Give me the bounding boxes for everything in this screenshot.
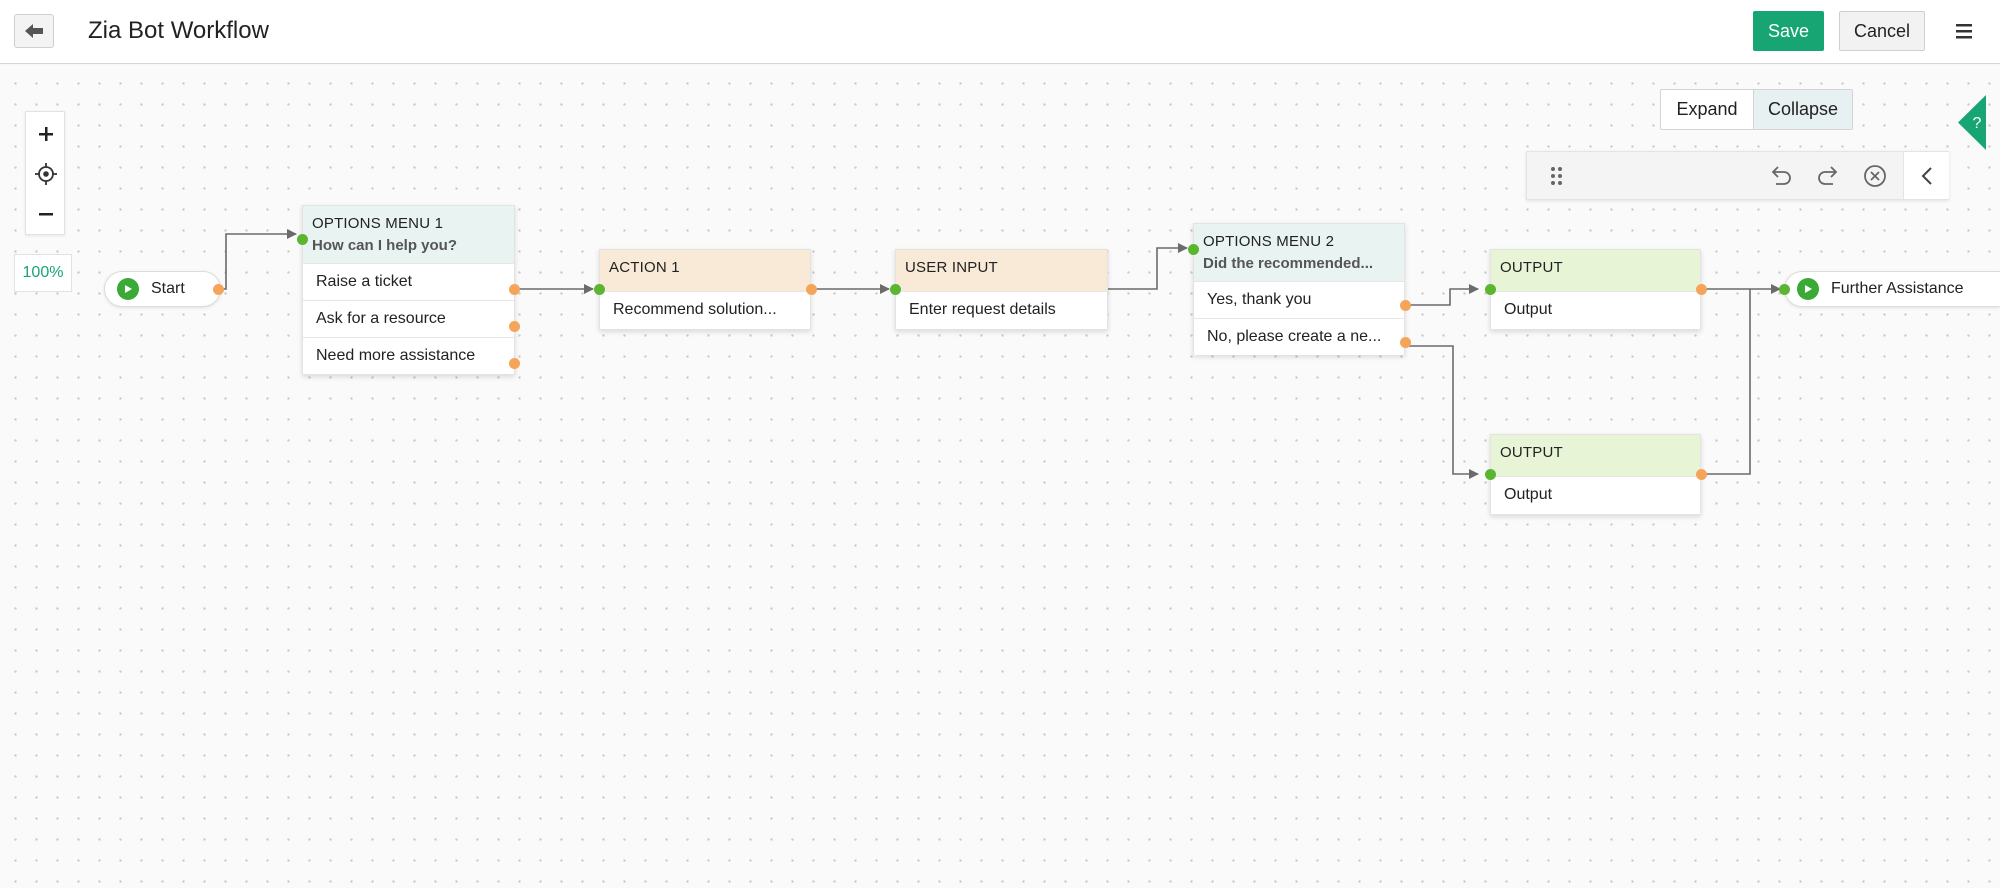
node-header: OPTIONS MENU 1 How can I help you?: [303, 206, 514, 263]
more-assistance-output-port[interactable]: [509, 358, 520, 369]
hamburger-menu-icon[interactable]: [1950, 18, 1978, 44]
option-item[interactable]: Need more assistance: [303, 337, 514, 374]
start-label: Start: [151, 280, 185, 297]
start-node[interactable]: Start: [104, 271, 224, 307]
cancel-button[interactable]: Cancel: [1839, 11, 1925, 51]
node-header: USER INPUT: [896, 250, 1107, 291]
back-button[interactable]: [14, 14, 54, 48]
node-header: OUTPUT: [1491, 250, 1700, 291]
drag-handle-icon[interactable]: [1541, 160, 1573, 192]
node-type-label: OUTPUT: [1500, 444, 1563, 461]
back-arrow-icon: [25, 24, 43, 38]
option-item[interactable]: Raise a ticket: [303, 263, 514, 300]
redo-icon[interactable]: [1812, 160, 1844, 192]
output-2-node[interactable]: OUTPUT Output: [1485, 434, 1707, 515]
option-item[interactable]: No, please create a ne...: [1194, 318, 1404, 355]
node-question: How can I help you?: [312, 237, 458, 254]
node-type-label: OUTPUT: [1500, 259, 1563, 276]
action-1-node[interactable]: ACTION 1 Recommend solution...: [594, 249, 817, 330]
output-1-output-port[interactable]: [1696, 284, 1707, 295]
collapse-toolbar-button[interactable]: [1903, 152, 1949, 199]
node-body-text: Recommend solution...: [600, 291, 810, 328]
svg-text:?: ?: [1973, 115, 1982, 132]
node-type-label: USER INPUT: [905, 259, 998, 276]
no-output-port[interactable]: [1400, 337, 1411, 348]
zoom-in-icon: [39, 127, 53, 141]
node-question: Did the recommended...: [1203, 255, 1374, 272]
further-assistance-label: Further Assistance: [1831, 280, 1964, 297]
help-icon: ?: [1958, 95, 1986, 150]
collapse-toolbar-icon: [1921, 166, 1932, 185]
ask-resource-output-port[interactable]: [509, 321, 520, 332]
user-input-node[interactable]: USER INPUT Enter request details: [890, 249, 1108, 330]
expand-button[interactable]: Expand: [1676, 99, 1738, 119]
save-button[interactable]: Save: [1753, 11, 1824, 51]
further-assistance-node[interactable]: Further Assistance: [1779, 271, 2000, 307]
zoom-in-button[interactable]: [26, 114, 66, 154]
collapse-button[interactable]: Collapse: [1753, 90, 1852, 129]
option-item[interactable]: Yes, thank you: [1194, 281, 1404, 318]
output-1-input-port[interactable]: [1485, 284, 1496, 295]
node-header: OUTPUT: [1491, 435, 1700, 476]
output-2-output-port[interactable]: [1696, 469, 1707, 480]
play-icon: [117, 278, 139, 300]
output-2-input-port[interactable]: [1485, 469, 1496, 480]
zoom-controls: [25, 111, 65, 235]
header-bar: Zia Bot Workflow Save Cancel: [0, 0, 2000, 64]
node-body-text: Output: [1491, 476, 1700, 513]
node-header: OPTIONS MENU 2 Did the recommended...: [1194, 224, 1404, 281]
help-tab[interactable]: ?: [1956, 95, 1990, 150]
options-menu-1-input-port[interactable]: [297, 234, 308, 245]
zoom-out-icon: [39, 213, 53, 216]
page-title: Zia Bot Workflow: [88, 17, 269, 44]
clear-icon[interactable]: [1859, 160, 1891, 192]
options-menu-2-node[interactable]: OPTIONS MENU 2 Did the recommended... Ye…: [1188, 223, 1411, 355]
yes-output-port[interactable]: [1400, 300, 1411, 311]
node-body-text: Output: [1491, 291, 1700, 328]
action-1-input-port[interactable]: [594, 284, 605, 295]
node-type-label: ACTION 1: [609, 259, 680, 276]
recenter-button[interactable]: [26, 154, 66, 194]
node-header: ACTION 1: [600, 250, 810, 291]
play-icon: [1797, 278, 1819, 300]
action-1-output-port[interactable]: [806, 284, 817, 295]
further-assistance-input-port[interactable]: [1779, 284, 1790, 295]
expand-collapse-toggle: Expand Collapse: [1660, 89, 1853, 130]
zoom-level: 100%: [14, 254, 72, 292]
undo-icon[interactable]: [1765, 160, 1797, 192]
recenter-icon: [35, 163, 57, 185]
output-1-node[interactable]: OUTPUT Output: [1485, 249, 1707, 330]
option-item[interactable]: Ask for a resource: [303, 300, 514, 337]
node-type-label: OPTIONS MENU 1: [312, 215, 444, 232]
start-output-port[interactable]: [213, 284, 224, 295]
raise-ticket-output-port[interactable]: [509, 284, 520, 295]
user-input-input-port[interactable]: [890, 284, 901, 295]
node-type-label: OPTIONS MENU 2: [1203, 233, 1335, 250]
zoom-out-button[interactable]: [26, 194, 66, 234]
options-menu-2-input-port[interactable]: [1188, 244, 1199, 255]
editor-toolbar: [1526, 151, 1949, 200]
node-body-text: Enter request details: [896, 291, 1107, 328]
options-menu-1-node[interactable]: OPTIONS MENU 1 How can I help you? Raise…: [297, 205, 520, 375]
